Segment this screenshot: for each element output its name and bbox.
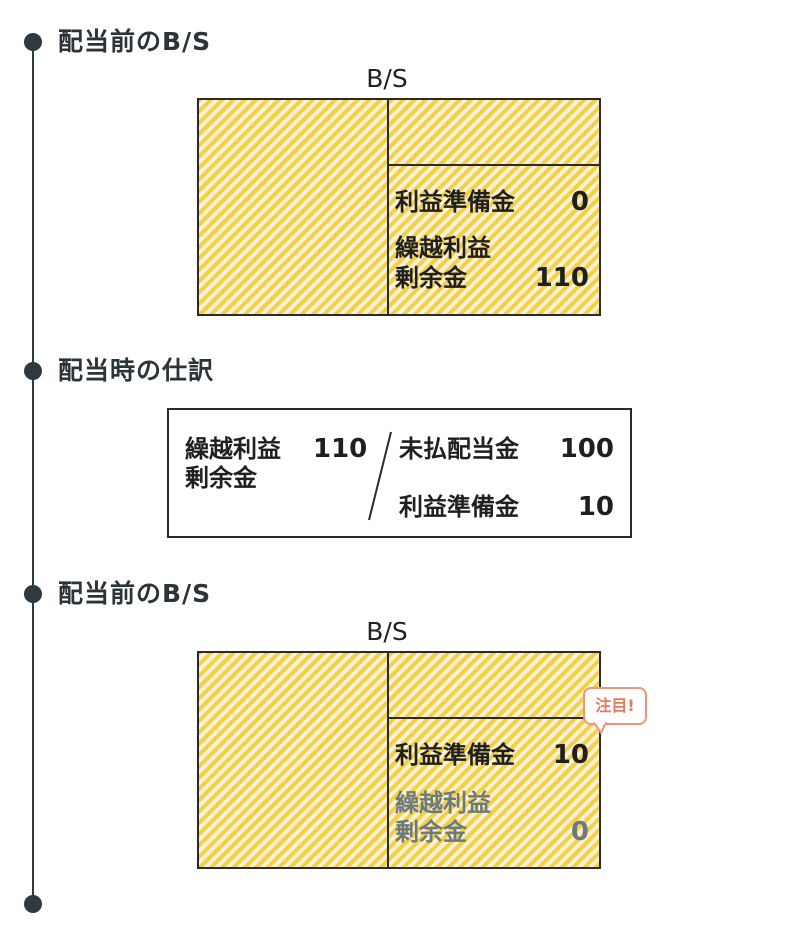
bs-1-legal-reserve-label: 利益準備金	[395, 188, 515, 216]
step-2-heading: 配当時の仕訳	[58, 356, 215, 385]
bs-3-legal-reserve-label: 利益準備金	[395, 741, 515, 769]
journal-debit-value: 110	[313, 434, 368, 464]
journal-credit-legal-reserve-label: 利益準備金	[399, 493, 519, 521]
bs-1-legal-reserve-value: 0	[570, 187, 589, 217]
bs-3-legal-reserve-value: 10	[552, 740, 589, 770]
bs-1-retained-earnings-label-1: 繰越利益	[395, 234, 491, 262]
journal-credit-dividends-payable-label: 未払配当金	[399, 435, 519, 463]
bs-3-title: B/S	[366, 617, 408, 646]
bs-3-retained-earnings-label-1: 繰越利益	[395, 789, 491, 817]
bs-horizontal-divider	[387, 717, 599, 719]
journal-debit-label-2: 剰余金	[185, 464, 257, 492]
timeline-dot-2	[24, 362, 42, 380]
timeline-dot-end	[24, 895, 42, 913]
bs-1-retained-earnings-value: 110	[534, 263, 589, 293]
callout-tail	[593, 722, 607, 734]
timeline-dot-1	[24, 33, 42, 51]
balance-sheet-after: 利益準備金 10 繰越利益 剰余金 0	[197, 651, 601, 869]
bs-3-retained-earnings-label-2: 剰余金	[395, 818, 467, 846]
step-3-heading: 配当前のB/S	[58, 579, 212, 608]
bs-horizontal-divider	[387, 164, 599, 166]
balance-sheet-before: 利益準備金 0 繰越利益 剰余金 110	[197, 98, 601, 316]
bs-1-retained-earnings-label-2: 剰余金	[395, 264, 467, 292]
bs-vertical-divider	[387, 653, 389, 867]
bs-vertical-divider	[387, 100, 389, 314]
attention-callout: 注目!	[583, 687, 647, 725]
journal-entry: 繰越利益 剰余金 110 未払配当金 100 利益準備金 10	[167, 408, 632, 538]
journal-credit-legal-reserve-value: 10	[577, 492, 614, 522]
timeline-line	[32, 42, 34, 904]
journal-slash-divider	[368, 431, 392, 521]
journal-debit-label-1: 繰越利益	[185, 435, 281, 463]
bs-3-retained-earnings-value: 0	[570, 817, 589, 847]
timeline-dot-3	[24, 585, 42, 603]
journal-credit-dividends-payable-value: 100	[559, 434, 614, 464]
bs-1-title: B/S	[366, 64, 408, 93]
step-1-heading: 配当前のB/S	[58, 27, 212, 56]
